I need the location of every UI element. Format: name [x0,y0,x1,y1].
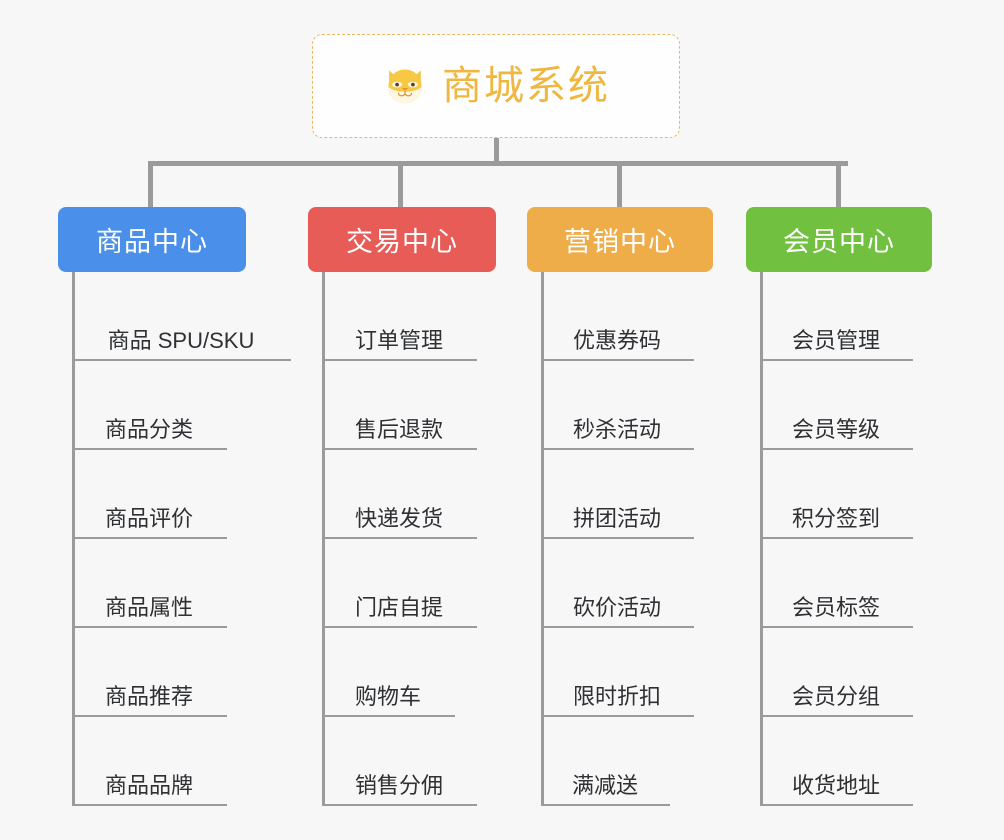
leaf-item[interactable]: 秒杀活动 [544,361,694,450]
leaf-item[interactable]: 商品分类 [75,361,227,450]
leaf-item[interactable]: 拼团活动 [544,450,694,539]
category-header-product[interactable]: 商品中心 [58,207,246,272]
leaf-item[interactable]: 商品推荐 [75,628,227,717]
branch-column-member: 会员中心 会员管理 会员等级 积分签到 会员标签 会员分组 收货地址 [746,207,932,806]
branch-column-marketing: 营销中心 优惠券码 秒杀活动 拼团活动 砍价活动 限时折扣 满减送 [527,207,713,806]
leaf-item[interactable]: 会员等级 [763,361,913,450]
leaf-label: 订单管理 [354,327,443,353]
leaf-label: 优惠券码 [572,327,661,353]
leaf-label: 满减送 [571,772,638,798]
leaf-label: 会员管理 [791,327,880,353]
leaf-item[interactable]: 商品品牌 [75,717,227,806]
branch-column-product: 商品中心 商品 SPU/SKU 商品分类 商品评价 商品属性 商品推荐 商品品牌 [58,207,291,806]
leaf-label: 商品推荐 [104,683,193,709]
leaf-label: 商品评价 [104,505,193,531]
leaf-label: 售后退款 [354,416,443,442]
leaf-item[interactable]: 会员分组 [763,628,913,717]
category-header-marketing[interactable]: 营销中心 [527,207,713,272]
leaf-item[interactable]: 销售分佣 [325,717,477,806]
leaf-item[interactable]: 售后退款 [325,361,477,450]
leaf-item[interactable]: 商品 SPU/SKU [75,272,291,361]
leaf-item[interactable]: 购物车 [325,628,455,717]
category-header-label: 营销中心 [564,227,676,257]
leaf-list-marketing: 优惠券码 秒杀活动 拼团活动 砍价活动 限时折扣 满减送 [541,272,713,806]
leaf-item[interactable]: 会员管理 [763,272,913,361]
leaf-label: 会员等级 [791,416,880,442]
leaf-item[interactable]: 快递发货 [325,450,477,539]
leaf-label: 商品分类 [104,416,193,442]
leaf-item[interactable]: 砍价活动 [544,539,694,628]
category-header-trade[interactable]: 交易中心 [308,207,496,272]
leaf-list-product: 商品 SPU/SKU 商品分类 商品评价 商品属性 商品推荐 商品品牌 [72,272,291,806]
leaf-label: 拼团活动 [572,505,661,531]
leaf-item[interactable]: 限时折扣 [544,628,694,717]
connector-drop-1 [148,161,153,209]
leaf-item[interactable]: 积分签到 [763,450,913,539]
branch-column-trade: 交易中心 订单管理 售后退款 快递发货 门店自提 购物车 销售分佣 [308,207,496,806]
leaf-item[interactable]: 优惠券码 [544,272,694,361]
leaf-label: 会员标签 [791,594,880,620]
leaf-item[interactable]: 会员标签 [763,539,913,628]
connector-horizontal-bus [148,161,848,166]
leaf-label: 限时折扣 [572,683,661,709]
category-header-member[interactable]: 会员中心 [746,207,932,272]
leaf-list-trade: 订单管理 售后退款 快递发货 门店自提 购物车 销售分佣 [322,272,496,806]
leaf-label: 购物车 [354,683,421,709]
connector-drop-4 [836,161,841,209]
shiba-dog-face-icon [388,69,422,104]
leaf-label: 门店自提 [354,594,443,620]
leaf-label: 商品品牌 [104,772,193,798]
category-header-label: 会员中心 [783,227,895,257]
leaf-item[interactable]: 满减送 [544,717,670,806]
category-header-label: 交易中心 [346,227,458,257]
leaf-label: 会员分组 [791,683,880,709]
leaf-label: 商品 SPU/SKU [107,327,255,353]
leaf-label: 快递发货 [354,505,443,531]
leaf-list-member: 会员管理 会员等级 积分签到 会员标签 会员分组 收货地址 [760,272,932,806]
connector-drop-3 [617,161,622,209]
leaf-label: 商品属性 [104,594,193,620]
leaf-label: 收货地址 [791,772,880,798]
leaf-label: 销售分佣 [354,772,443,798]
leaf-item[interactable]: 收货地址 [763,717,913,806]
connector-root-stem [494,138,499,165]
leaf-item[interactable]: 门店自提 [325,539,477,628]
connector-drop-2 [398,161,403,209]
leaf-label: 积分签到 [791,505,880,531]
leaf-item[interactable]: 商品属性 [75,539,227,628]
root-title: 商城系统 [442,64,610,108]
category-header-label: 商品中心 [96,227,208,257]
leaf-label: 秒杀活动 [572,416,661,442]
leaf-item[interactable]: 商品评价 [75,450,227,539]
leaf-item[interactable]: 订单管理 [325,272,477,361]
root-node[interactable]: 商城系统 [312,34,680,138]
leaf-label: 砍价活动 [572,594,661,620]
